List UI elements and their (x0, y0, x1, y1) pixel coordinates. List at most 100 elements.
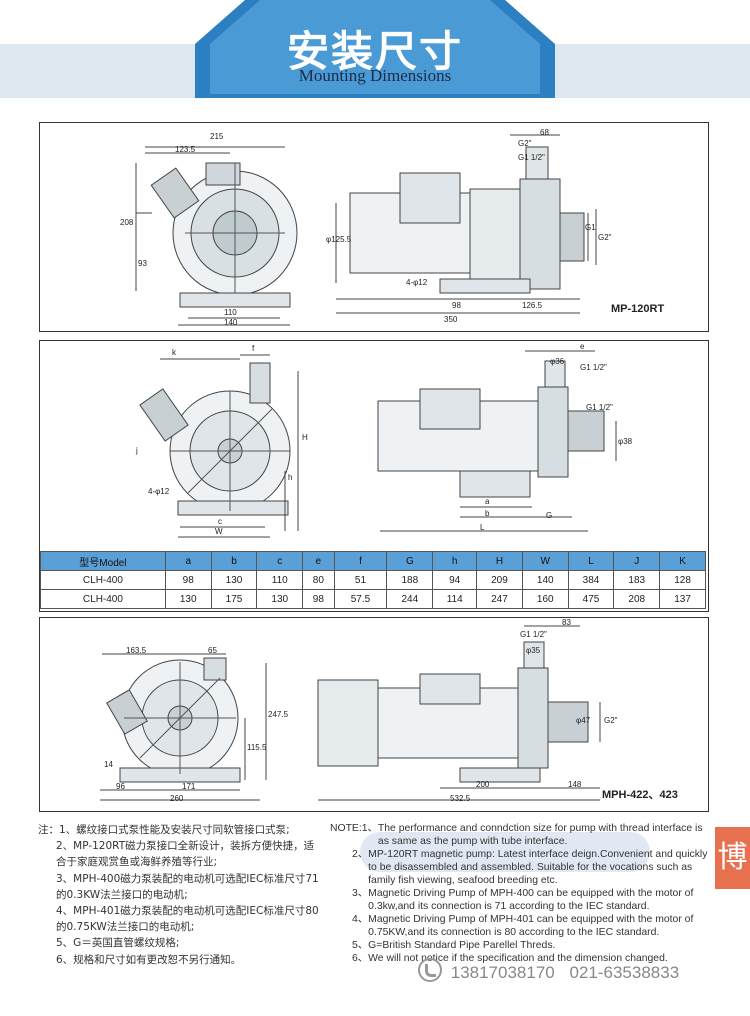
table-cell: 475 (567, 589, 615, 609)
dim-c: c (218, 517, 222, 526)
mph422-drawing (100, 625, 601, 801)
dim-163-5: 163.5 (126, 646, 147, 655)
dim-140: 140 (224, 318, 238, 327)
table-header: b (210, 551, 258, 571)
note-en-item: 5、G=British Standard Pipe Parellel Thred… (352, 940, 556, 951)
table-header: f (333, 551, 388, 571)
dim-b: b (485, 509, 490, 518)
contact-tel: 021-63538833 (569, 963, 680, 982)
dim-123-5: 123.5 (175, 145, 196, 154)
table-cell: 244 (386, 589, 434, 609)
note-en-item: 2、MP-120RT magnetic pump: Latest interfa… (352, 849, 708, 886)
dim-350: 350 (444, 315, 458, 324)
contact-phone: 13817038170 (450, 963, 555, 982)
table-cell: 137 (659, 589, 706, 609)
table-header: 型号Model (40, 551, 166, 571)
table-header: L (567, 551, 615, 571)
table-header: W (521, 551, 569, 571)
dim-215: 215 (210, 132, 224, 141)
dim-g2-right: G2" (598, 233, 612, 242)
brand-badge: 博 (715, 827, 750, 889)
dim-phi47: φ47 (576, 716, 591, 725)
table-cell: 94 (432, 570, 478, 590)
dim-126-5: 126.5 (522, 301, 543, 310)
dim-h-upper: H (302, 433, 308, 442)
note-en-item: 3、Magnetic Driving Pump of MPH-400 can b… (352, 888, 694, 912)
dim-532-5: 532.5 (450, 794, 471, 803)
page-subtitle: Mounting Dimensions (298, 66, 452, 85)
dim-83: 83 (562, 618, 571, 627)
table-cell: 57.5 (333, 589, 388, 609)
dim-f: f (252, 344, 255, 353)
table-header: K (659, 551, 706, 571)
phone-icon (418, 958, 442, 982)
dim-65: 65 (208, 646, 217, 655)
note-cn-item: 3、MPH-400磁力泵装配的电动机可选配IEC标准尺寸71的0.3KW法兰接口… (56, 872, 319, 901)
table-cell: 384 (567, 570, 615, 590)
table-header: c (256, 551, 304, 571)
dim-h-lower: h (288, 473, 293, 482)
dim-115-5: 115.5 (247, 743, 267, 752)
dimension-table: 型号Model a b c e f G h H W L J K CLH-400 … (40, 551, 706, 609)
table-header: a (164, 551, 212, 571)
dim-g1-half-a: G1 1/2" (580, 363, 607, 372)
table-cell: 188 (386, 570, 434, 590)
header-shape (195, 0, 555, 98)
note-en-item: 4、Magnetic Driving Pump of MPH-401 can b… (352, 914, 694, 938)
table-header: H (476, 551, 523, 571)
notes-chinese: 注：1、螺纹接口式泵性能及安装尺寸同软管接口式泵; 2、MP-120RT磁力泵接… (38, 822, 323, 968)
table-cell: 98 (164, 570, 212, 590)
dim-g2-c: G2" (604, 716, 618, 725)
dim-93: 93 (138, 259, 147, 268)
table-cell: 209 (476, 570, 523, 590)
mp120rt-drawing (135, 134, 597, 326)
dim-j: j (136, 446, 138, 455)
table-header: h (432, 551, 478, 571)
page-title: 安装尺寸 (286, 27, 463, 76)
dim-k: k (172, 348, 176, 357)
note-cn-item: 5、G＝英国直管螺纹规格; (56, 937, 180, 950)
dim-171: 171 (182, 782, 196, 791)
dim-68: 68 (540, 128, 549, 137)
table-cell: 247 (476, 589, 523, 609)
dim-4-phi12-b: 4-φ12 (148, 487, 170, 496)
drawing-panel-mph422: 163.5 65 247.5 115.5 14 96 171 260 83 G1… (39, 617, 709, 812)
table-cell: 110 (256, 570, 304, 590)
dim-208: 208 (120, 218, 134, 227)
table-header: G (386, 551, 434, 571)
watermark (360, 832, 650, 872)
dim-g1-right: G1 (585, 223, 596, 232)
table-header: J (613, 551, 661, 571)
table-cell: 130 (164, 589, 212, 609)
table-cell: 175 (210, 589, 258, 609)
dim-g: G (546, 511, 553, 520)
table-cell: 183 (613, 570, 661, 590)
dim-247-5: 247.5 (268, 710, 289, 719)
table-header: e (302, 551, 335, 571)
dim-200: 200 (476, 780, 490, 789)
dim-4-phi12: 4-φ12 (406, 278, 428, 287)
table-cell: 160 (521, 589, 569, 609)
dim-phi35: φ35 (526, 646, 541, 655)
dim-g1-half-b: G1 1/2" (586, 403, 613, 412)
note-en-item: 6、We will not notice if the specificatio… (352, 953, 668, 964)
dim-g2: G2" (518, 139, 532, 148)
dim-phi38: φ38 (618, 437, 633, 446)
dim-phi36: φ36 (550, 357, 565, 366)
clh400-drawing (139, 350, 617, 538)
table-cell: CLH-400 (40, 589, 166, 609)
dim-96: 96 (116, 782, 125, 791)
table-header-row: 型号Model a b c e f G h H W L J K (40, 551, 706, 571)
table-cell: 80 (302, 570, 335, 590)
table-cell: CLH-400 (40, 570, 166, 590)
dim-260: 260 (170, 794, 184, 803)
drawing-panel-mp120rt: 215 123.5 208 93 110 140 68 G2" G1 1/2" … (39, 122, 709, 332)
dim-e: e (580, 342, 585, 351)
dim-a: a (485, 497, 490, 506)
note-cn-item: 注：1、螺纹接口式泵性能及安装尺寸同软管接口式泵; (38, 824, 290, 836)
table-cell: 130 (256, 589, 304, 609)
header: 安装尺寸 Mounting Dimensions (0, 0, 750, 98)
table-cell: 208 (613, 589, 661, 609)
table-cell: 98 (302, 589, 335, 609)
table-cell: 130 (210, 570, 258, 590)
